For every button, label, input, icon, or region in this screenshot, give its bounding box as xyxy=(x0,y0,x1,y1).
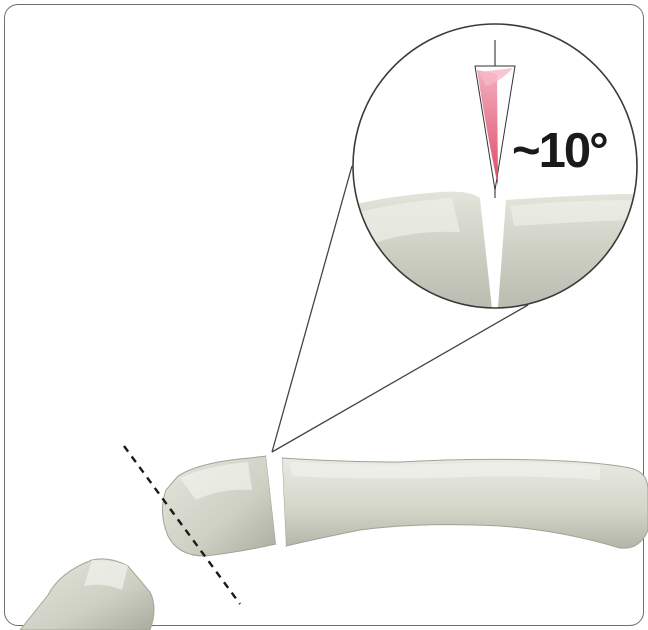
bone-head-fragment xyxy=(162,456,276,556)
adjacent-bone xyxy=(20,559,154,630)
zoom-line-right xyxy=(272,305,528,452)
zoom-line-left xyxy=(272,166,352,452)
angle-label: ~10° xyxy=(512,127,607,176)
bone-shaft xyxy=(282,458,648,548)
